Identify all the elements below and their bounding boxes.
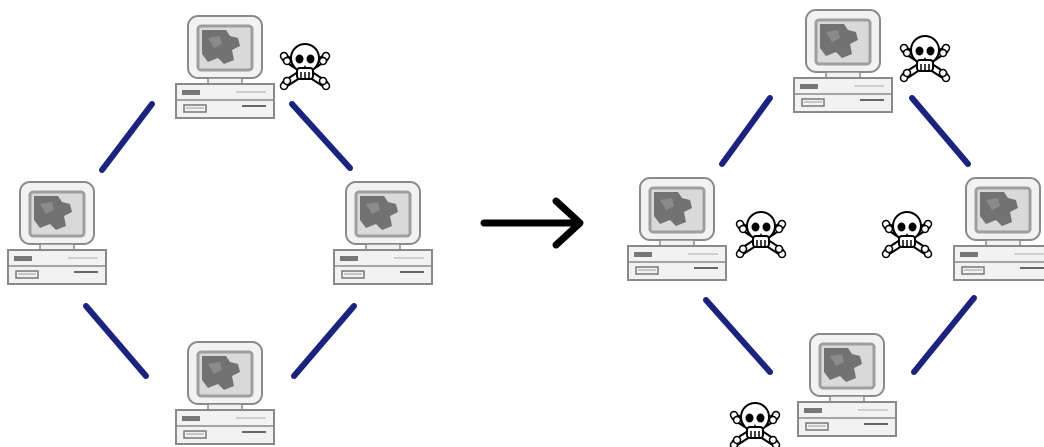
network-before bbox=[6, 14, 434, 446]
network-link bbox=[719, 95, 773, 167]
skull-crossbones-icon bbox=[883, 212, 932, 258]
skull-crossbones-icon bbox=[731, 403, 780, 447]
computer-icon bbox=[332, 180, 434, 286]
computer-icon bbox=[174, 14, 276, 120]
computer-icon bbox=[792, 8, 894, 114]
skull-crossbones-icon bbox=[281, 44, 330, 90]
computer-icon bbox=[952, 176, 1044, 282]
network-link bbox=[911, 295, 977, 375]
computer-icon bbox=[796, 332, 898, 438]
skull-crossbones-icon bbox=[901, 36, 950, 82]
network-link bbox=[703, 297, 773, 375]
network-link bbox=[291, 303, 357, 379]
right-arrow-icon bbox=[480, 197, 584, 249]
computer-icon bbox=[626, 176, 728, 282]
network-link bbox=[289, 101, 353, 171]
network-link bbox=[83, 303, 149, 379]
network-after bbox=[626, 8, 1044, 447]
computer-icon bbox=[174, 340, 276, 446]
network-link bbox=[99, 101, 155, 173]
network-link bbox=[909, 95, 971, 167]
computer-icon bbox=[6, 180, 108, 286]
skull-crossbones-icon bbox=[737, 212, 786, 258]
